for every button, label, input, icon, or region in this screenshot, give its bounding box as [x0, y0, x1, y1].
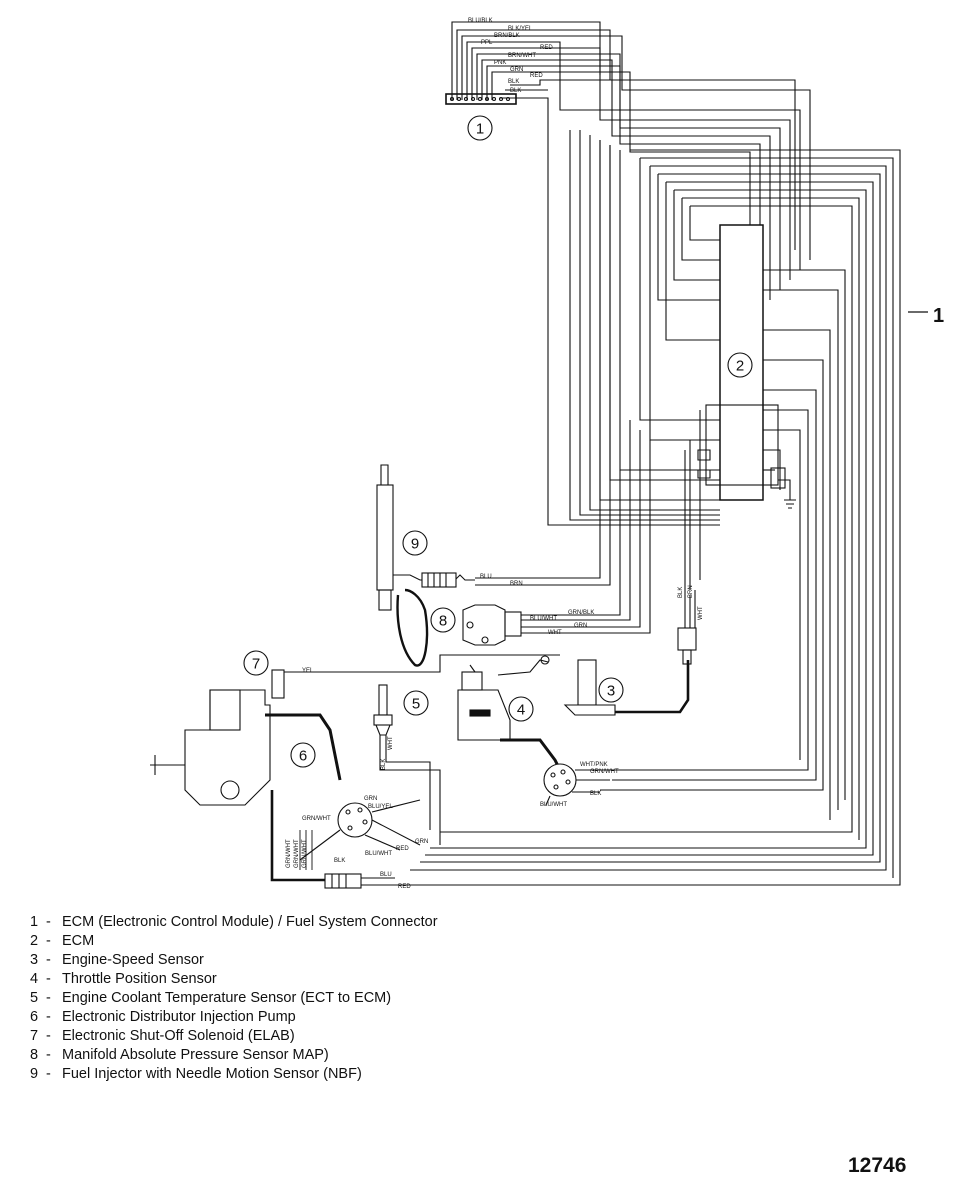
wire-label: BLU/BLK	[468, 18, 493, 24]
wire-label: GRN/WHT	[294, 839, 300, 868]
wire-label: GRN	[510, 67, 523, 73]
callout-7: 7	[252, 656, 260, 673]
wire-label: BLU/WHT	[540, 802, 567, 808]
wire-label: GRN/WHT	[590, 769, 619, 775]
callout-1: 1	[476, 121, 484, 138]
wire-label: WHT	[698, 606, 704, 620]
callout-5-circle	[403, 690, 429, 716]
ground-symbol	[784, 499, 796, 509]
wire-label: BLK	[678, 587, 684, 598]
harness-callout-label: 1	[933, 305, 945, 327]
legend-item: 4-Throttle Position Sensor	[30, 971, 217, 987]
wire-label: GRN	[364, 796, 377, 802]
callout-5: 5	[412, 696, 420, 713]
wire-label: BLU/WHT	[365, 851, 392, 857]
wire-label: BRN	[510, 581, 523, 587]
callout-2: 2	[736, 358, 744, 375]
wire-label: BLU/YEL	[368, 804, 393, 810]
wire-label: BLK	[381, 759, 387, 770]
callout-6: 6	[299, 748, 307, 765]
wire-label: WHT/PNK	[580, 762, 608, 768]
wire-label: RED	[396, 846, 409, 852]
ecm-body	[719, 224, 764, 501]
legend-item: 7-Electronic Shut-Off Solenoid (ELAB)	[30, 1028, 295, 1044]
wire-label: BLU	[480, 574, 492, 580]
wire-label: RED	[530, 73, 543, 79]
wire-label: BLK	[510, 88, 521, 94]
wire-label: BLU	[380, 872, 392, 878]
callout-9-circle	[402, 530, 428, 556]
ecm-relay	[770, 467, 786, 489]
fuel-injector	[376, 140, 611, 667]
legend-item: 8-Manifold Absolute Pressure Sensor MAP)	[30, 1047, 329, 1063]
wire-label: GRN	[574, 623, 587, 629]
wire-label: PNK	[494, 60, 506, 66]
callout-8-circle	[430, 607, 456, 633]
wire-label: BLK	[334, 858, 345, 864]
wire-label: GRN/WHT	[302, 816, 331, 822]
callout-4: 4	[517, 702, 525, 719]
throttle-position-sensor	[457, 655, 640, 806]
callout-9: 9	[411, 536, 419, 553]
legend-list: 1-ECM (Electronic Control Module) / Fuel…	[30, 914, 460, 1085]
wire-label: RED	[398, 884, 411, 890]
connector-body	[445, 93, 517, 105]
wire-label: BLK	[590, 791, 601, 797]
wire-label: BRN/BLK	[494, 33, 520, 39]
callout-3: 3	[607, 683, 615, 700]
engine-speed-sensor	[563, 590, 697, 716]
legend-item: 3-Engine-Speed Sensor	[30, 952, 204, 968]
legend-item: 6-Electronic Distributor Injection Pump	[30, 1009, 296, 1025]
coolant-temp-sensor	[373, 684, 441, 845]
figure-number: 12746	[848, 1154, 907, 1177]
elab-solenoid	[271, 654, 560, 699]
wire-label: YEL	[302, 668, 314, 674]
legend-item: 2-ECM	[30, 933, 95, 949]
wire-label: BRN/WHT	[508, 53, 536, 59]
legend-item: 5-Engine Coolant Temperature Sensor (ECT…	[30, 990, 392, 1006]
wire-label: BRN	[688, 585, 694, 598]
map-sensor	[462, 420, 651, 646]
ecm-inner-frame	[705, 404, 779, 486]
ecm-wire-bundle	[400, 130, 901, 886]
callout-7-circle	[243, 650, 269, 676]
wire-label: BLU/WHT	[530, 616, 557, 622]
wire-label: GRN/WHT	[302, 839, 308, 868]
legend-item: 9-Fuel Injector with Needle Motion Senso…	[30, 1066, 362, 1082]
wiring-diagram: 1 2 3 4 5 6 7 8 9 BLU/BLK BLK/YEL BRN/BL…	[150, 18, 928, 890]
wire-label: GRN/WHT	[286, 839, 292, 868]
wire-label: BLK/YEL	[508, 26, 533, 32]
wire-label: GRN/BLK	[568, 610, 594, 616]
callout-2-circle	[727, 352, 753, 378]
wire-label: RED	[540, 45, 553, 51]
wire-label: GRN	[415, 839, 428, 845]
callout-8: 8	[439, 613, 447, 630]
injection-pump	[150, 689, 421, 889]
callout-1-circle	[467, 115, 493, 141]
wire-label: BLK	[508, 79, 519, 85]
callout-4-circle	[508, 696, 534, 722]
callout-3-circle	[598, 677, 624, 703]
wire-label: WHT	[548, 630, 562, 636]
wire-label: PPL	[481, 40, 493, 46]
connector-pins	[449, 96, 511, 102]
callout-6-circle	[290, 742, 316, 768]
legend-item: 1-ECM (Electronic Control Module) / Fuel…	[30, 914, 438, 930]
fuel-system-connector-wires	[451, 21, 811, 526]
wire-label: WHT	[388, 736, 394, 750]
